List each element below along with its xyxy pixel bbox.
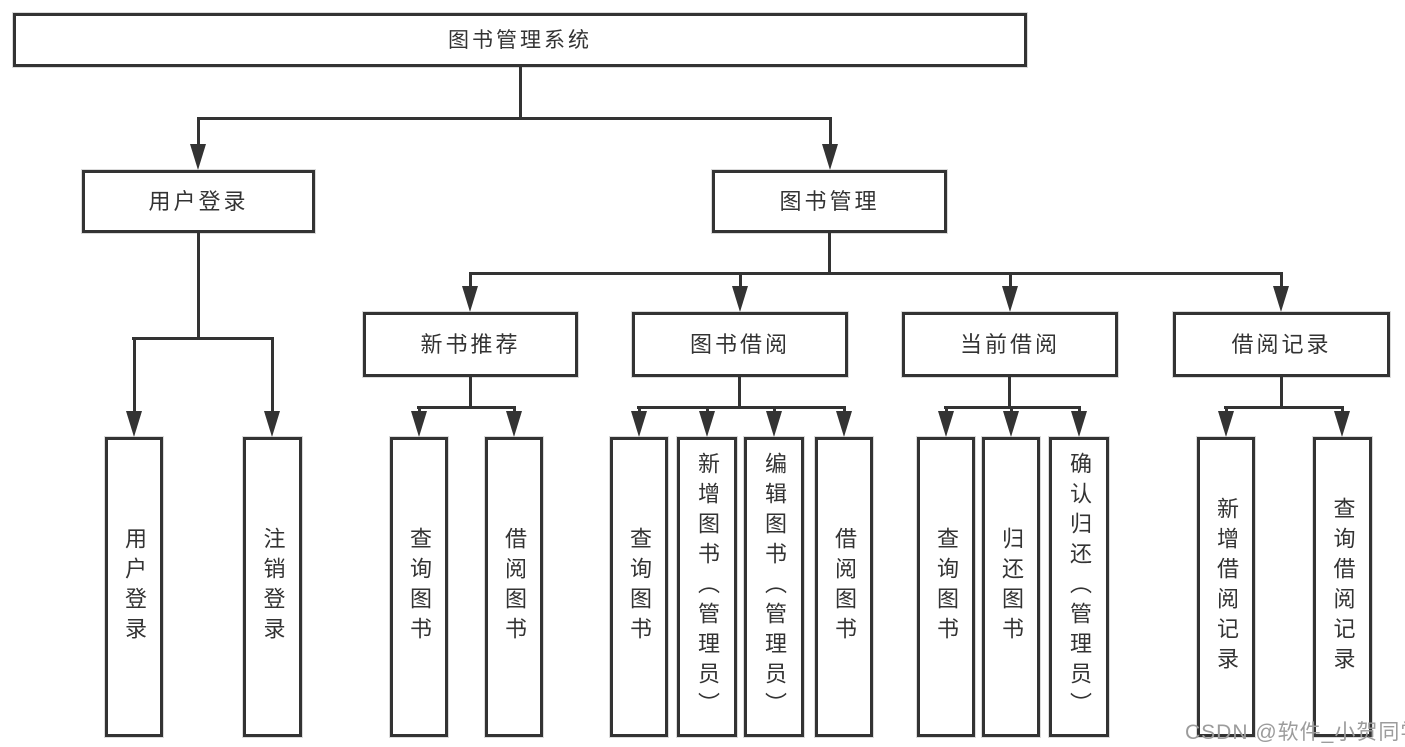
connector-currentborrow-stem — [1008, 375, 1011, 409]
connector-newbook-stem — [469, 375, 472, 409]
leaf-bookborrow-edit-label: 编辑图书（管理员） — [762, 452, 787, 722]
node-borrow-records-label: 借阅记录 — [1231, 331, 1332, 357]
node-book-borrow-label: 图书借阅 — [689, 331, 790, 357]
leaf-records-query: 查询借阅记录 — [1313, 437, 1372, 737]
arrow-to-cb-confirm-icon — [1071, 406, 1087, 437]
node-user-login-label: 用户登录 — [148, 188, 249, 214]
leaf-records-add-label: 新增借阅记录 — [1214, 497, 1239, 677]
arrow-to-cb-return-icon — [1003, 406, 1019, 437]
leaf-bookborrow-edit: 编辑图书（管理员） — [744, 437, 804, 737]
connector-currentborrow-branch — [944, 406, 1081, 409]
leaf-bookborrow-borrow: 借阅图书 — [815, 437, 873, 737]
arrow-to-book-mgmt-icon — [822, 117, 838, 170]
arrow-to-book-borrow-icon — [732, 272, 748, 312]
node-book-mgmt-label: 图书管理 — [779, 188, 880, 214]
leaf-newbook-borrow: 借阅图书 — [485, 437, 543, 737]
arrow-to-cb-query-icon — [938, 406, 954, 437]
arrow-to-new-book-icon — [462, 272, 478, 312]
leaf-newbook-query: 查询图书 — [390, 437, 448, 737]
connector-mgmt-stem — [828, 231, 831, 275]
leaf-newbook-borrow-label: 借阅图书 — [502, 527, 527, 647]
node-user-login: 用户登录 — [82, 170, 315, 233]
leaf-user-login: 用户登录 — [105, 437, 163, 737]
node-book-mgmt: 图书管理 — [712, 170, 947, 233]
connector-records-stem — [1280, 375, 1283, 409]
arrow-to-nb-borrow-icon — [506, 406, 522, 437]
arrow-to-br-add-icon — [1218, 406, 1234, 437]
connector-user-branch — [132, 337, 273, 340]
arrow-to-bb-borrow-icon — [836, 406, 852, 437]
arrow-to-user-login-icon — [190, 117, 206, 170]
leaf-bookborrow-add-label: 新增图书（管理员） — [695, 452, 720, 722]
leaf-logout: 注销登录 — [243, 437, 302, 737]
arrow-to-br-query-icon — [1334, 406, 1350, 437]
leaf-bookborrow-borrow-label: 借阅图书 — [832, 527, 857, 647]
leaf-current-query: 查询图书 — [917, 437, 975, 737]
leaf-current-confirm-label: 确认归还（管理员） — [1067, 452, 1092, 722]
leaf-records-query-label: 查询借阅记录 — [1330, 497, 1356, 677]
node-borrow-records: 借阅记录 — [1173, 312, 1390, 377]
node-library-system: 图书管理系统 — [13, 13, 1027, 67]
connector-mgmt-branch — [469, 272, 1283, 275]
node-new-book-rec: 新书推荐 — [363, 312, 578, 377]
csdn-watermark: CSDN @软件_小贺同学 — [1185, 721, 1405, 744]
node-current-borrow: 当前借阅 — [902, 312, 1118, 377]
leaf-user-login-label: 用户登录 — [122, 527, 147, 647]
connector-user-stem — [197, 231, 200, 338]
arrow-to-leaf-logout-icon — [264, 337, 280, 437]
leaf-current-return: 归还图书 — [982, 437, 1040, 737]
leaf-current-query-label: 查询图书 — [934, 527, 959, 647]
leaf-bookborrow-query-label: 查询图书 — [627, 527, 652, 647]
arrow-to-bb-edit-icon — [766, 406, 782, 437]
leaf-newbook-query-label: 查询图书 — [407, 527, 432, 647]
node-book-borrow: 图书借阅 — [632, 312, 848, 377]
leaf-bookborrow-query: 查询图书 — [610, 437, 668, 737]
connector-bookborrow-stem — [738, 375, 741, 409]
node-current-borrow-label: 当前借阅 — [959, 331, 1060, 357]
arrow-to-nb-query-icon — [411, 406, 427, 437]
arrow-to-current-borrow-icon — [1002, 272, 1018, 312]
node-library-system-label: 图书管理系统 — [448, 28, 592, 52]
leaf-current-confirm: 确认归还（管理员） — [1049, 437, 1109, 737]
arrow-to-bb-query-icon — [631, 406, 647, 437]
connector-records-branch — [1224, 406, 1344, 409]
arrow-to-bb-add-icon — [699, 406, 715, 437]
arrow-to-borrow-records-icon — [1273, 272, 1289, 312]
leaf-records-add: 新增借阅记录 — [1197, 437, 1255, 737]
connector-root-branch — [197, 117, 832, 120]
leaf-current-return-label: 归还图书 — [999, 527, 1024, 647]
arrow-to-leaf-user-login-icon — [126, 337, 142, 437]
connector-newbook-branch — [417, 406, 516, 409]
node-new-book-rec-label: 新书推荐 — [420, 331, 521, 357]
connector-bookborrow-branch — [637, 406, 846, 409]
leaf-bookborrow-add: 新增图书（管理员） — [677, 437, 737, 737]
leaf-logout-label: 注销登录 — [260, 527, 286, 647]
connector-root-stem — [519, 65, 522, 120]
